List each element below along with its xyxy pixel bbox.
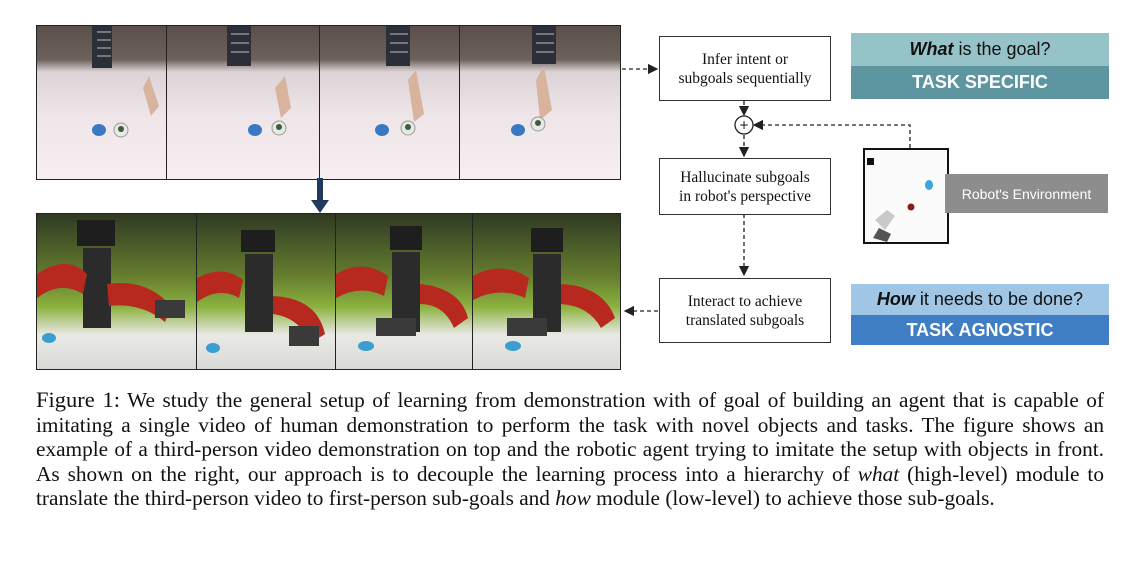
robot-demo-scene-2 (197, 230, 325, 353)
caption-label: Figure 1: (36, 387, 121, 412)
infer-intent-label: Infer intent or subgoals sequentially (678, 50, 812, 87)
interact-subgoals-box: Interact to achieve translated subgoals (659, 278, 831, 343)
robot-demo-frame-1 (36, 213, 197, 370)
how-emphasis: How (876, 289, 915, 309)
robot-environment-label: Robot's Environment (945, 174, 1108, 213)
what-question-bar: What is the goal? (851, 33, 1109, 66)
infer-intent-box: Infer intent or subgoals sequentially (659, 36, 831, 101)
caption-paragraph: Figure 1: We study the general setup of … (36, 387, 1104, 511)
down-arrow-head (311, 200, 329, 213)
figure-caption: Figure 1: We study the general setup of … (36, 387, 1104, 511)
human-demo-strip (36, 25, 621, 180)
diagram-connectors (622, 63, 911, 317)
robot-demo-frame-2 (196, 213, 336, 370)
human-demo-frame-4 (459, 25, 621, 180)
what-question-text: is the goal? (953, 39, 1051, 59)
robot-environment-scene (867, 158, 933, 242)
human-demo-scene-1 (92, 26, 159, 138)
human-demo-frame-2 (166, 25, 320, 180)
robot-demo-scene-1 (37, 220, 185, 343)
human-demo-frame-1 (36, 25, 167, 180)
hallucinate-subgoals-box: Hallucinate subgoals in robot's perspect… (659, 158, 831, 215)
plus-symbol: + (738, 118, 750, 132)
human-demo-scene-3 (375, 26, 424, 136)
caption-text-1: We study the general setup of learning f… (36, 388, 1104, 486)
caption-text-3: module (low-level) to achieve those sub-… (590, 486, 995, 511)
interact-subgoals-label: Interact to achieve translated subgoals (685, 292, 805, 329)
down-arrow (311, 178, 329, 213)
plus-circle (734, 115, 754, 135)
task-agnostic-bar: TASK AGNOSTIC (851, 315, 1109, 345)
robot-demo-strip (36, 213, 621, 370)
robot-demo-scene-3 (336, 226, 468, 351)
how-question-bar: How it needs to be done? (851, 284, 1109, 315)
caption-text-2: (high-level) module to translate the thi… (36, 461, 1104, 511)
caption-emphasis-what: what (857, 461, 900, 486)
robot-demo-frame-4 (472, 213, 621, 370)
down-arrow-shaft (317, 178, 323, 202)
connector-env-to-plus (752, 119, 911, 148)
robot-environment-image (863, 148, 949, 244)
caption-emphasis-how: how (555, 486, 591, 511)
hallucinate-subgoals-label: Hallucinate subgoals in robot's perspect… (679, 168, 811, 205)
human-demo-scene-4 (511, 26, 556, 136)
how-question-text: it needs to be done? (914, 289, 1084, 309)
robot-demo-frame-3 (335, 213, 473, 370)
task-specific-bar: TASK SPECIFIC (851, 66, 1109, 99)
what-emphasis: What (909, 39, 954, 59)
robot-demo-scene-4 (473, 228, 615, 351)
human-demo-scene-2 (227, 26, 291, 136)
